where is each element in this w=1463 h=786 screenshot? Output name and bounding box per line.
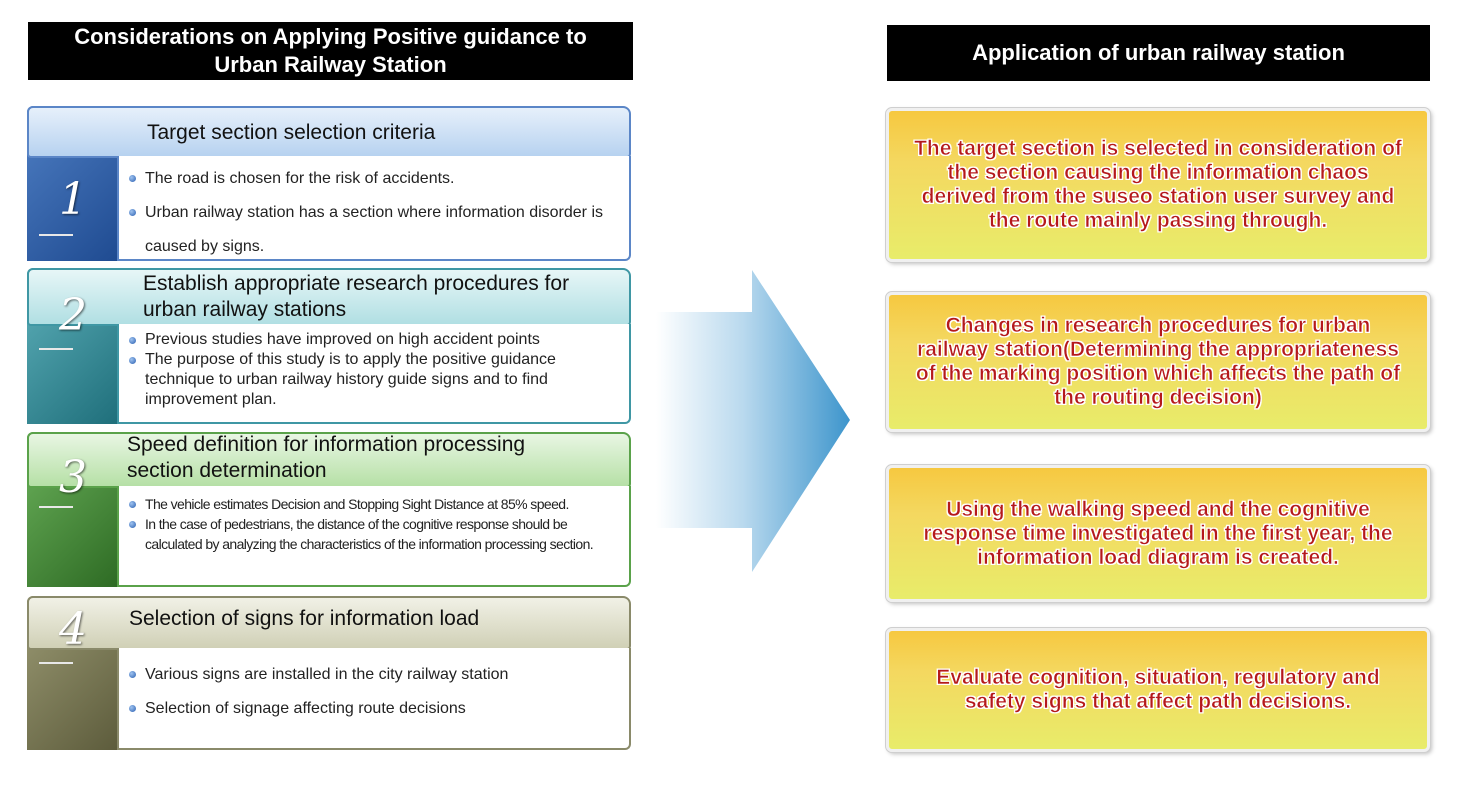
step-number: 1 — [59, 174, 87, 225]
bullet-item: The road is chosen for the risk of accid… — [119, 162, 629, 196]
application-header: Application of urban railway station — [887, 25, 1430, 81]
application-text: Changes in research procedures for urban… — [915, 314, 1401, 410]
bullet-item: Previous studies have improved on high a… — [119, 330, 629, 350]
number-underline — [39, 348, 73, 350]
card-title: Target section selection criteria — [147, 121, 436, 144]
considerations-header: Considerations on Applying Positive guid… — [28, 22, 633, 80]
bullet-item: Urban railway station has a section wher… — [119, 196, 629, 264]
application-text: Evaluate cognition, situation, regulator… — [936, 666, 1380, 714]
card-title: Selection of signs for information load — [129, 607, 480, 630]
number-underline — [39, 662, 73, 664]
card-title-bar — [27, 106, 631, 158]
criteria-card-1: 1 Target section selection criteria The … — [27, 106, 631, 261]
step-number: 3 — [59, 452, 87, 503]
application-box-3: Using the walking speed and the cognitiv… — [885, 464, 1431, 603]
card-title-bar — [27, 268, 631, 326]
card-body: The road is chosen for the risk of accid… — [117, 156, 631, 261]
card-title: Establish appropriate research procedure… — [143, 272, 570, 321]
bullet-item: Various signs are installed in the city … — [119, 658, 629, 692]
card-body: The vehicle estimates Decision and Stopp… — [117, 486, 631, 587]
bullet-item: In the case of pedestrians, the distance… — [119, 514, 629, 554]
application-box-4: Evaluate cognition, situation, regulator… — [885, 627, 1431, 753]
application-text: The target section is selected in consid… — [914, 137, 1402, 233]
application-box-1: The target section is selected in consid… — [885, 107, 1431, 263]
number-underline — [39, 234, 73, 236]
right-arrow-icon — [656, 270, 850, 572]
card-body: Previous studies have improved on high a… — [117, 324, 631, 424]
application-text: Using the walking speed and the cognitiv… — [923, 497, 1393, 569]
criteria-card-2: 2 Establish appropriate research procedu… — [27, 268, 631, 424]
number-underline — [39, 506, 73, 508]
criteria-card-3: 3 Speed definition for information proce… — [27, 432, 631, 587]
step-number: 2 — [59, 290, 87, 341]
card-body: Various signs are installed in the city … — [117, 648, 631, 750]
step-number: 4 — [59, 604, 87, 655]
considerations-header-text: Considerations on Applying Positive guid… — [74, 24, 587, 77]
bullet-item: The purpose of this study is to apply th… — [119, 350, 629, 410]
application-header-text: Application of urban railway station — [972, 40, 1345, 65]
application-box-2: Changes in research procedures for urban… — [885, 291, 1431, 433]
card-title: Speed definition for information process… — [127, 433, 526, 482]
criteria-card-4: 4 Selection of signs for information loa… — [27, 596, 631, 750]
bullet-item: Selection of signage affecting route dec… — [119, 692, 629, 726]
bullet-item: The vehicle estimates Decision and Stopp… — [119, 494, 629, 514]
